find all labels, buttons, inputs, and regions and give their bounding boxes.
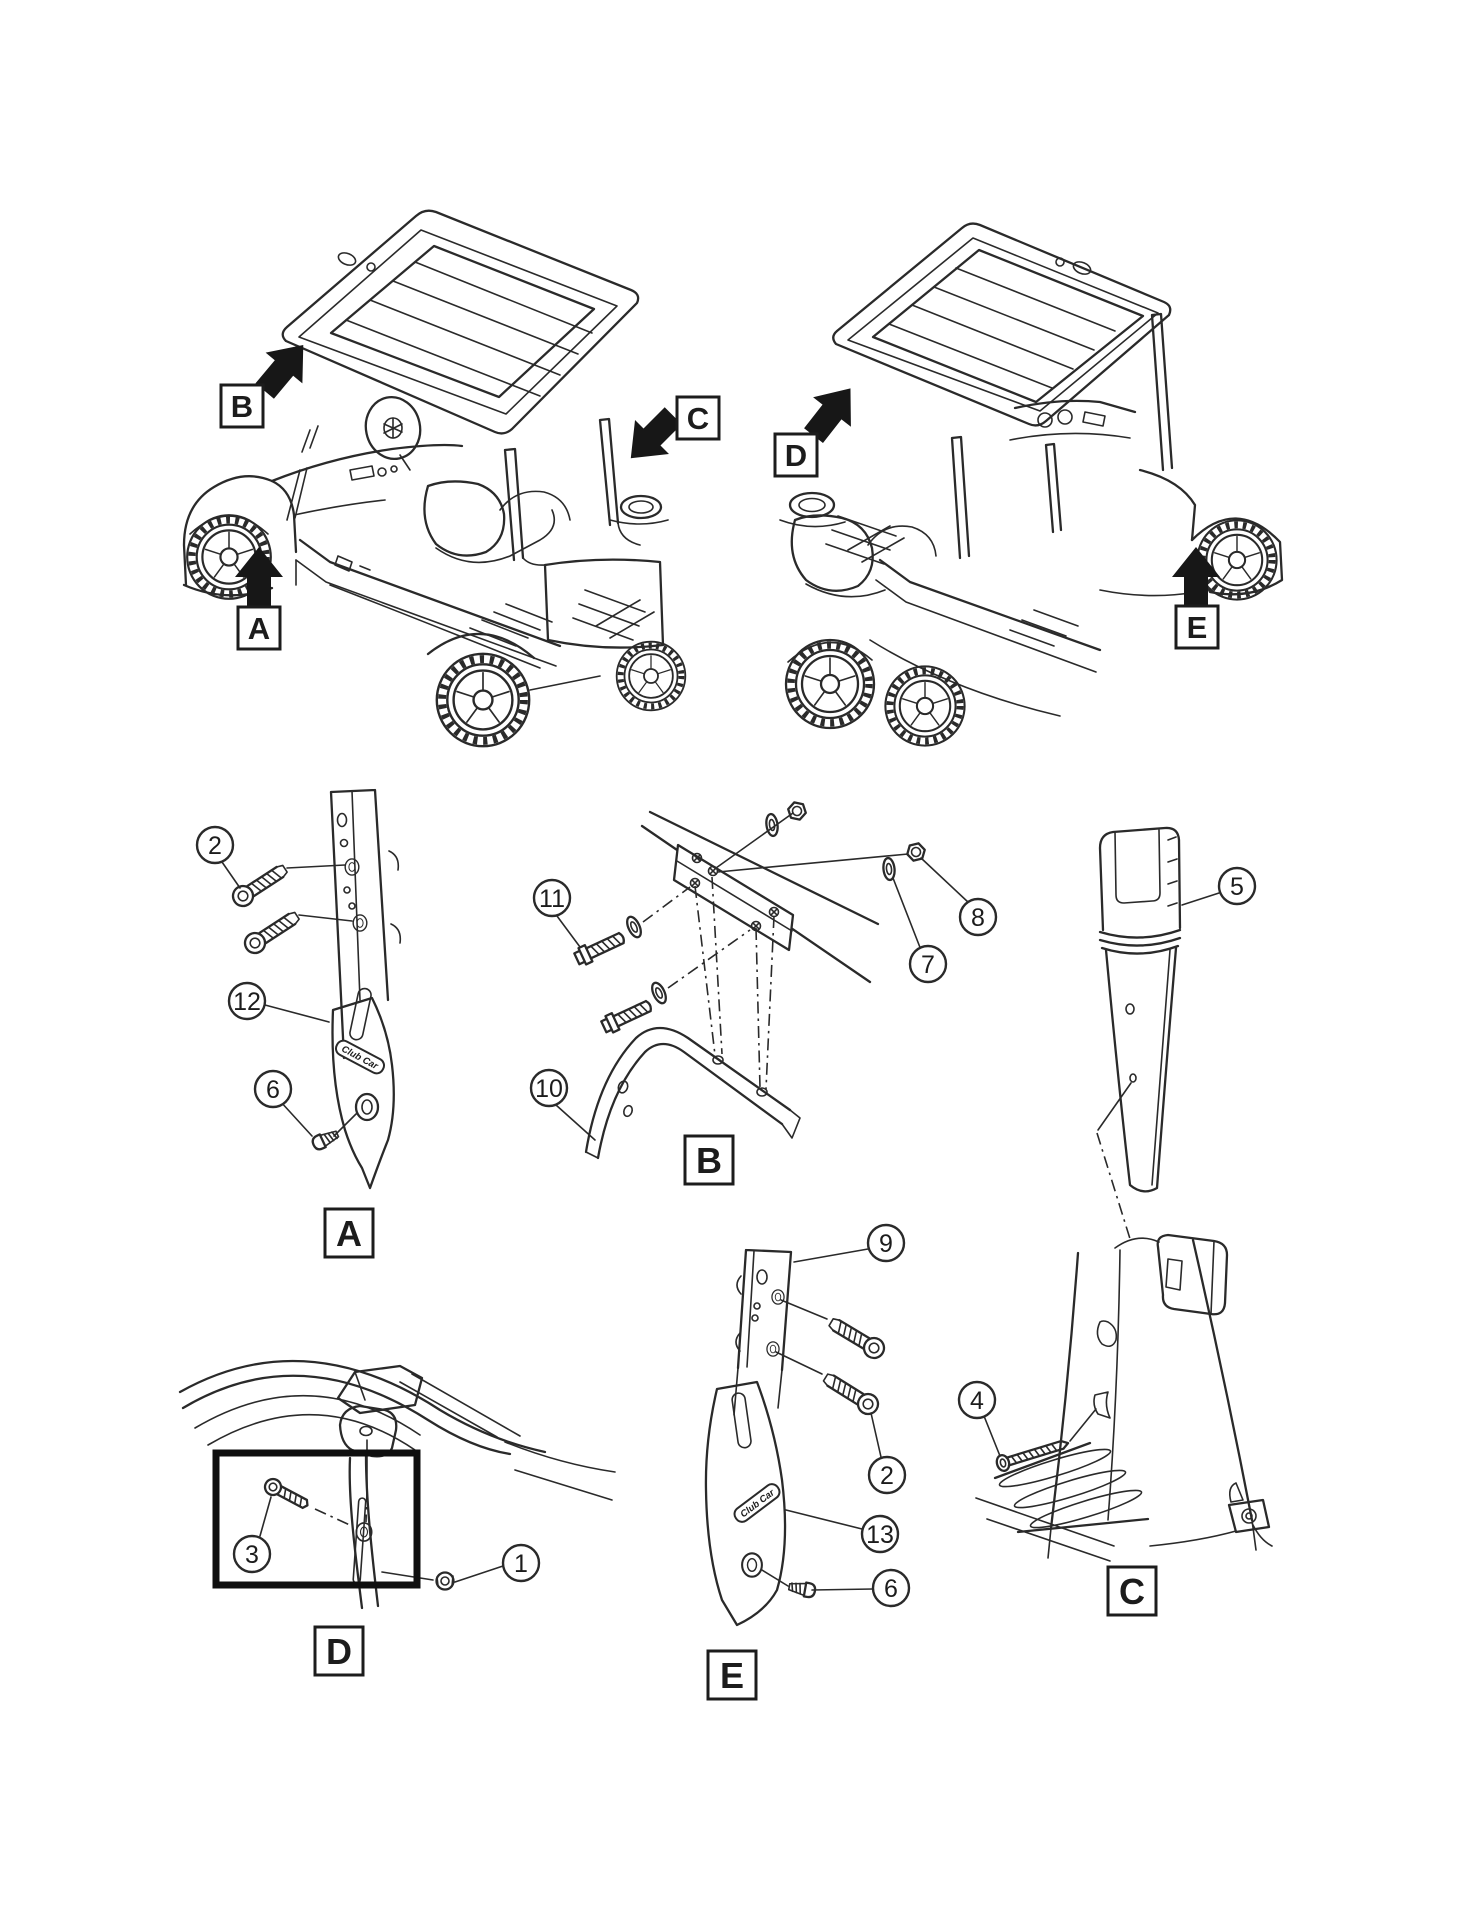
callout-8-number: 8 [971, 904, 985, 932]
washer [763, 812, 781, 838]
callout-5-number: 5 [1230, 873, 1244, 901]
mounting-bolt [240, 906, 304, 958]
callout-12-number: 12 [233, 988, 261, 1016]
retainer-nut-1 [435, 1571, 455, 1591]
nut [785, 800, 809, 822]
rear-wheel [437, 654, 529, 746]
callout-5: 5 [1217, 866, 1257, 906]
washer [648, 979, 670, 1007]
view-label-d-text: D [785, 438, 807, 473]
view-label-b-text: B [231, 389, 253, 424]
detail-a: Club Car 2 12 6 A [195, 788, 402, 1259]
callout-1-number: 1 [514, 1550, 528, 1578]
rear-wheel [1197, 520, 1276, 599]
golf-cart-left-view [182, 209, 686, 747]
golf-cart-right-view [779, 222, 1284, 746]
detail-label-e: E [706, 1649, 758, 1701]
callout-10-number: 10 [535, 1075, 563, 1103]
far-rear-wheel [617, 642, 686, 711]
view-label-a-text: A [248, 611, 270, 646]
callout-2-e-number: 2 [880, 1462, 894, 1490]
callout-4: 4 [957, 1380, 997, 1420]
canopy-edge [178, 1359, 616, 1501]
callout-13: 13 [860, 1514, 900, 1554]
callout-6-a: 6 [253, 1069, 293, 1109]
inset-highlight-box [212, 1449, 421, 1589]
detail-label-d-text: D [326, 1631, 352, 1672]
detail-d: 3 1 D [178, 1359, 616, 1677]
callout-10: 10 [529, 1068, 569, 1108]
mounting-bolt [819, 1367, 883, 1419]
view-label-e-text: E [1187, 610, 1208, 645]
detail-label-a: A [323, 1207, 375, 1259]
detail-label-e-text: E [720, 1655, 744, 1696]
detail-e: Club Car 9 2 13 6 E [704, 1223, 911, 1701]
view-label-c: C [675, 395, 721, 441]
washer [623, 913, 645, 941]
callout-12: 12 [227, 981, 267, 1021]
callout-2-a-number: 2 [208, 832, 222, 860]
cover-screw [786, 1578, 818, 1600]
detail-label-b: B [683, 1134, 735, 1186]
callout-7-number: 7 [921, 951, 935, 979]
cart-body [779, 312, 1284, 717]
front-wheel [786, 640, 874, 728]
canopy-roof [832, 222, 1172, 427]
view-label-a: A [236, 605, 282, 651]
club-car-badge: Club Car [334, 1039, 386, 1075]
arrow-a-icon [235, 547, 283, 607]
detail-label-c: C [1106, 1565, 1158, 1617]
corner-screw-3 [261, 1475, 313, 1514]
callout-11-number: 11 [539, 885, 565, 913]
nut-8 [904, 841, 928, 863]
callout-7: 7 [908, 944, 948, 984]
callout-11: 11 [532, 878, 572, 918]
canopy-roof [281, 209, 640, 435]
detail-label-b-text: B [696, 1140, 722, 1181]
detail-label-d: D [313, 1625, 365, 1677]
detail-b: 11 10 7 8 B [529, 800, 998, 1186]
front-strut-10 [584, 1026, 801, 1160]
washer-7 [881, 856, 897, 882]
rear-body-post [975, 1233, 1273, 1562]
view-label-c-text: C [687, 401, 709, 436]
callout-2-e: 2 [867, 1455, 907, 1495]
bolt [598, 995, 656, 1037]
detail-label-c-text: C [1119, 1571, 1145, 1612]
front-pillar [329, 788, 402, 1060]
view-label-d: D [773, 432, 819, 478]
callout-3: 3 [232, 1534, 272, 1574]
cover-screw [309, 1126, 342, 1153]
callout-9-number: 9 [879, 1230, 893, 1258]
club-car-badge: Club Car [733, 1483, 781, 1523]
callout-13-number: 13 [866, 1521, 894, 1549]
rear-pillar-9 [733, 1248, 793, 1416]
callout-3-number: 3 [245, 1541, 259, 1569]
view-label-b: B [219, 383, 265, 429]
callout-6-e: 6 [871, 1568, 911, 1608]
mounting-bolt [824, 1312, 889, 1363]
view-label-e: E [1174, 604, 1220, 650]
bolt-11 [571, 927, 629, 969]
callout-6-e-number: 6 [884, 1575, 898, 1603]
callout-4-number: 4 [970, 1387, 984, 1415]
roof-bracket [672, 843, 795, 952]
cart-body [182, 396, 669, 691]
callout-2-a: 2 [195, 825, 235, 865]
rear-pillar-5 [1098, 826, 1182, 1193]
callout-6-a-number: 6 [266, 1076, 280, 1104]
pillar-cover-13: Club Car [704, 1380, 787, 1627]
callout-9: 9 [866, 1223, 906, 1263]
roof-corner-bracket [336, 1364, 424, 1458]
detail-label-a-text: A [336, 1213, 362, 1254]
callout-8: 8 [958, 897, 998, 937]
detail-c: 5 4 [957, 826, 1273, 1617]
second-wheel [885, 666, 964, 745]
callout-1: 1 [501, 1543, 541, 1583]
